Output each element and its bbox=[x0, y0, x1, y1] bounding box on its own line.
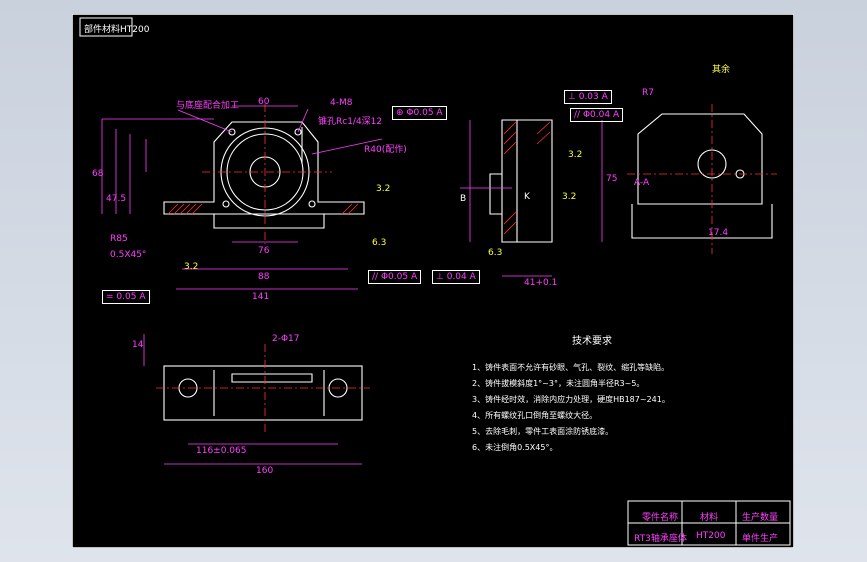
gdt-symbol: = bbox=[106, 292, 114, 302]
note-item: 1、铸件表面不允许有砂眼、气孔、裂纹、缩孔等缺陷。 bbox=[472, 363, 670, 372]
gdt-symbol: ⊥ bbox=[568, 92, 576, 102]
roughness-5: 3.2 bbox=[562, 192, 577, 202]
gdt-datum: A bbox=[139, 292, 146, 302]
roughness-2: 3.2 bbox=[184, 262, 199, 272]
dim-14: 14 bbox=[132, 340, 144, 350]
notes-title: 技术要求 bbox=[572, 336, 612, 347]
gdt-tolerance: Φ0.04 bbox=[582, 110, 611, 120]
gdt-symbol: ⊥ bbox=[436, 272, 444, 282]
dim-r7: R7 bbox=[642, 88, 654, 98]
dim-141: 141 bbox=[252, 292, 270, 302]
dim-116: 116±0.065 bbox=[196, 446, 247, 456]
right-view bbox=[631, 113, 773, 239]
gdt-frame-symmetry: = 0.05 A bbox=[102, 290, 150, 304]
dim-160: 160 bbox=[256, 466, 274, 476]
material-box bbox=[79, 17, 133, 37]
note-item: 3、铸件经时效，消除内应力处理，硬度HB187~241。 bbox=[472, 395, 670, 404]
gdt-datum: A bbox=[436, 108, 443, 118]
note-item: 5、去除毛刺，零件工表面涂防锈底漆。 bbox=[472, 427, 614, 436]
tb-material-label: 材料 bbox=[700, 513, 719, 523]
gdt-frame-parallel: // Φ0.04 A bbox=[570, 108, 624, 122]
section-k-label: K bbox=[524, 192, 530, 202]
tb-drawing-no-label: 生产数量 bbox=[742, 513, 779, 523]
roughness-rest-label: 其余 bbox=[712, 65, 731, 75]
r-callout: R40(配作) bbox=[364, 145, 407, 155]
holes2-callout: 2-Φ17 bbox=[272, 334, 300, 344]
gdt-frame-position: ⊕ Φ0.05 A bbox=[392, 106, 447, 120]
gdt-tolerance: 0.05 bbox=[116, 292, 137, 302]
dim-60: 60 bbox=[258, 97, 270, 107]
gdt-tolerance: 0.04 bbox=[446, 272, 467, 282]
gdt-tolerance: 0.03 bbox=[578, 92, 599, 102]
tb-material: HT200 bbox=[696, 531, 726, 541]
material-title: 部件材料HT200 bbox=[84, 25, 150, 35]
front-dimension-lines bbox=[101, 105, 383, 290]
dim-88: 88 bbox=[258, 272, 270, 282]
holes-callout: 4-M8 bbox=[330, 98, 353, 108]
front-centerlines bbox=[202, 104, 332, 244]
tb-part-name: RT3轴承座体 bbox=[634, 534, 687, 544]
dim-68: 68 bbox=[92, 169, 104, 179]
thread-callout: 锥孔Rc1/4深12 bbox=[318, 117, 383, 127]
top-view bbox=[163, 365, 363, 421]
gdt-tolerance: Φ0.05 bbox=[406, 108, 434, 118]
dim-chamfer: 0.5X45° bbox=[110, 250, 147, 260]
top-dim-lines bbox=[143, 334, 362, 465]
side-hatch bbox=[503, 121, 551, 235]
drawing-sheet: 部件材料HT200 其余 与底座配合加工 4-M8 锥孔Rc1/4深12 R40… bbox=[72, 14, 794, 548]
dim-47-5: 47.5 bbox=[106, 194, 127, 204]
roughness-3: 6.3 bbox=[372, 238, 387, 248]
roughness-4: 3.2 bbox=[568, 150, 583, 160]
dim-41: 41+0.1 bbox=[524, 278, 558, 288]
section-aa-label: A-A bbox=[634, 178, 650, 188]
gdt-datum: A bbox=[601, 92, 608, 102]
top-centerlines bbox=[156, 344, 370, 434]
dim-17-4: 17.4 bbox=[708, 228, 729, 238]
section-b-label: B bbox=[460, 194, 467, 204]
gdt-datum: A bbox=[410, 272, 418, 282]
roughness-6: 6.3 bbox=[488, 248, 503, 258]
note-item: 2、铸件拔模斜度1°~3°，未注圆角半径R3~5。 bbox=[472, 379, 645, 388]
right-centerlines bbox=[627, 104, 777, 254]
dim-76: 76 bbox=[258, 246, 270, 256]
gdt-symbol: // bbox=[372, 272, 379, 282]
gdt-symbol: // bbox=[574, 110, 581, 120]
title-block-frame bbox=[627, 500, 791, 546]
gdt-datum: A bbox=[469, 272, 476, 282]
front-hatch bbox=[167, 203, 359, 215]
gdt-datum: A bbox=[612, 110, 620, 120]
drawing-canvas bbox=[72, 14, 794, 548]
tb-part-name-label: 零件名称 bbox=[642, 513, 679, 523]
note-item: 6、未注倒角0.5X45°。 bbox=[472, 443, 558, 452]
dim-r85: R85 bbox=[110, 234, 128, 244]
notes-list: 1、铸件表面不允许有砂眼、气孔、裂纹、缩孔等缺陷。 2、铸件拔模斜度1°~3°，… bbox=[472, 360, 670, 456]
dim-75: 75 bbox=[606, 174, 618, 184]
gdt-symbol: ⊕ bbox=[396, 108, 404, 118]
gdt-tolerance: Φ0.05 bbox=[380, 272, 409, 282]
tb-drawing-no: 单件生产 bbox=[742, 534, 779, 544]
cast-callout: 与底座配合加工 bbox=[176, 101, 240, 111]
side-dim-lines bbox=[460, 120, 603, 277]
side-view bbox=[489, 119, 553, 243]
note-item: 4、所有螺纹孔口倒角至螺纹大径。 bbox=[472, 411, 598, 420]
gdt-frame-parallel-2: // Φ0.05 A bbox=[368, 270, 422, 284]
gdt-frame-perp: ⊥ 0.03 A bbox=[564, 90, 612, 104]
gdt-frame-perp-2: ⊥ 0.04 A bbox=[432, 270, 480, 284]
roughness-1: 3.2 bbox=[376, 184, 391, 194]
